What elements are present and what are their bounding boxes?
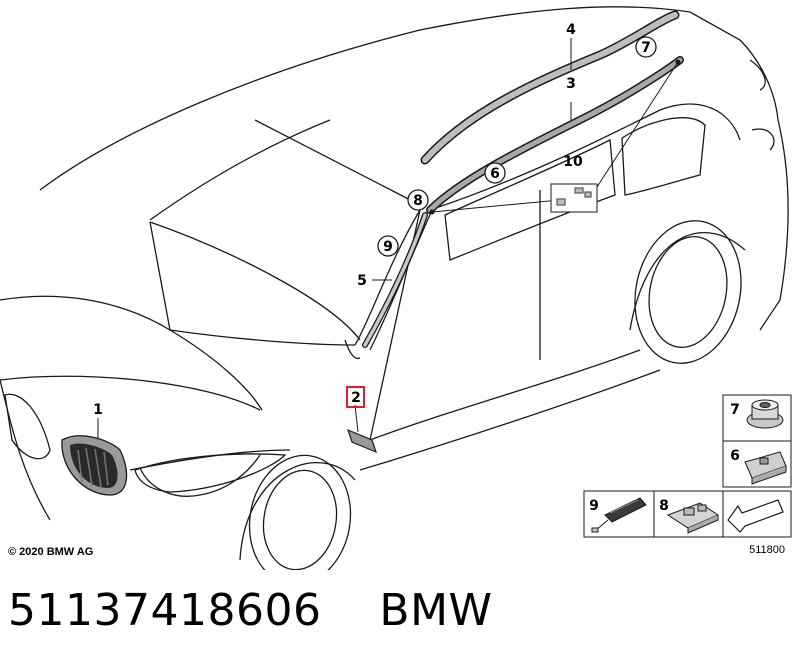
nut-part-icon (746, 399, 784, 429)
copyright-text: © 2020 BMW AG (8, 546, 93, 558)
arrow-icon (727, 499, 784, 533)
callout-8-circle (407, 189, 429, 211)
callout-1: 1 (93, 402, 103, 418)
callout-6-circle (484, 162, 506, 184)
callout-5: 5 (357, 273, 367, 289)
callout-2: 2 (351, 390, 361, 406)
callout-4: 4 (566, 22, 576, 38)
roof-rail-4 (420, 10, 680, 165)
a-pillar-trim-5 (362, 212, 428, 348)
part-number-caption: 51137418606 BMW (8, 585, 493, 636)
callout-7: 7 (641, 40, 651, 56)
diagram-number: 511800 (749, 544, 785, 556)
clip-icon (556, 187, 592, 206)
inset-label-6: 6 (730, 448, 740, 464)
inset-label-9: 9 (589, 498, 599, 514)
side-gill-trim-2 (347, 428, 377, 454)
clip-part-icon (744, 451, 787, 485)
parts-diagram: 1 2 3 4 5 6 7 8 9 10 7 6 9 8 (0, 6, 792, 570)
leader-dot (429, 209, 435, 215)
callout-10: 10 (563, 154, 583, 170)
bracket-part-icon (666, 502, 720, 534)
callout-9: 9 (383, 239, 393, 255)
part-number: 51137418606 (8, 585, 322, 636)
callout-10-box (550, 183, 598, 213)
trim-strip-part-icon (591, 497, 647, 533)
leader-dot (675, 59, 681, 65)
callout-7-circle (635, 36, 657, 58)
brand-name: BMW (379, 585, 493, 636)
inset-label-8: 8 (659, 498, 669, 514)
roof-trim-3 (426, 56, 684, 214)
callout-9-circle (377, 235, 399, 257)
inset-label-7: 7 (730, 402, 740, 418)
leader-lines (97, 38, 679, 438)
kidney-grille-1 (61, 435, 128, 496)
callout-3: 3 (566, 76, 576, 92)
callout-8: 8 (413, 193, 423, 209)
callout-2-highlight (346, 386, 365, 408)
callout-6: 6 (490, 166, 500, 182)
